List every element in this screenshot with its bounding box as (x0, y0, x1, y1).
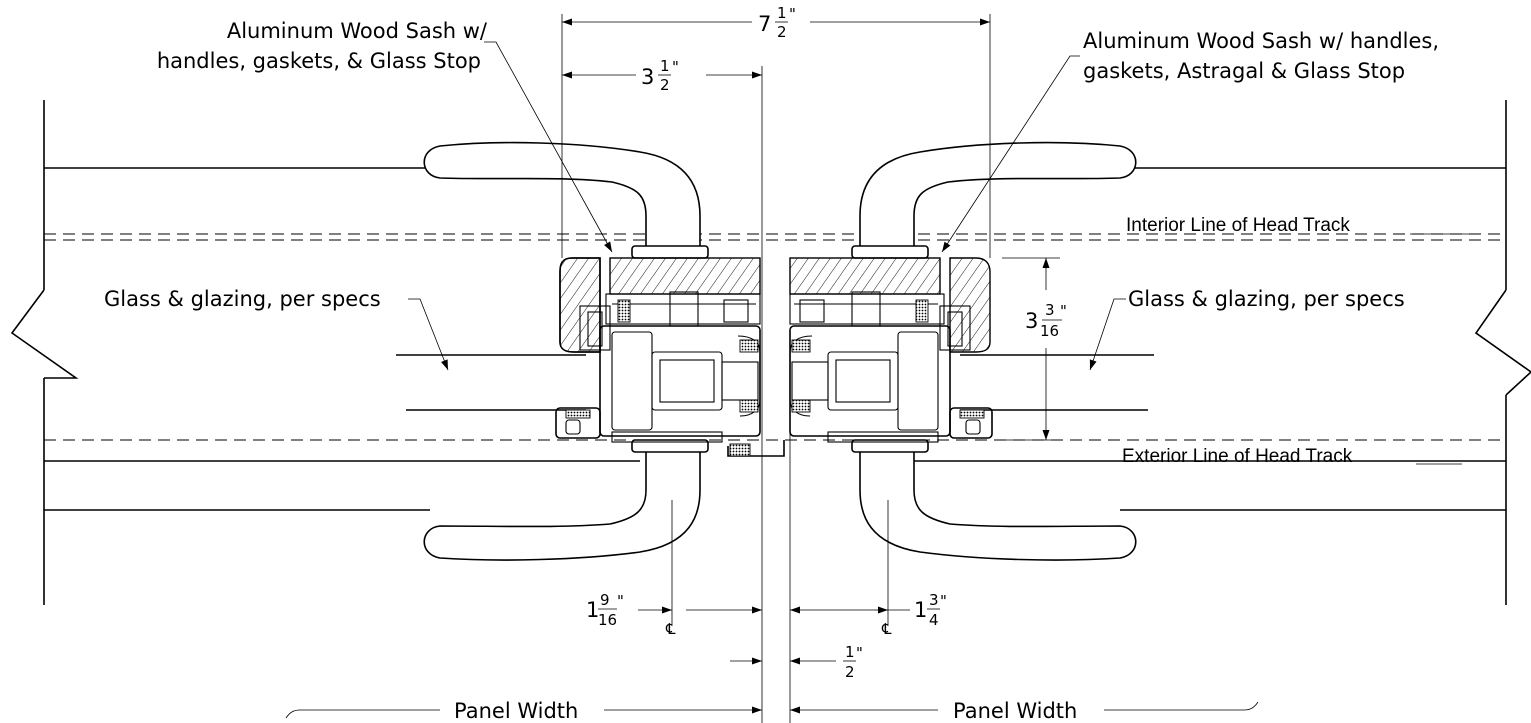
dim-depth: 3 3 16 " (1002, 257, 1067, 441)
dim-right-handle-whole: 1 (914, 598, 927, 622)
dim-depth-num: 3 (1045, 301, 1055, 319)
dim-right-handle-unit: " (940, 592, 947, 610)
head-track-lines (44, 167, 1506, 511)
dim-gap: 1 2 " (730, 643, 863, 681)
callout-interior-line: Interior Line of Head Track (1126, 215, 1470, 236)
callout-exterior-line: Exterior Line of Head Track (1122, 446, 1462, 467)
dim-depth-den: 16 (1040, 322, 1059, 340)
panel-width-left-label: Panel Width (454, 699, 578, 723)
dim-half-unit: " (672, 58, 679, 76)
callout-glass-right: Glass & glazing, per specs (1089, 287, 1405, 371)
dim-gap-unit: " (856, 644, 863, 662)
handle-right-bottom (851, 439, 1137, 561)
center-lines (561, 14, 991, 723)
dim-gap-num: 1 (845, 643, 855, 661)
handle-left-bottom (423, 439, 709, 561)
dim-half: 3 1 2 " (562, 57, 762, 94)
dim-overall-unit: " (789, 5, 796, 23)
callout-glass-right-text: Glass & glazing, per specs (1128, 287, 1405, 311)
dim-left-handle-unit: " (617, 592, 624, 610)
left-jamb (10, 100, 79, 605)
dim-gap-den: 2 (845, 663, 855, 681)
centerline-symbol-left: ℄ (665, 620, 676, 638)
dim-right-handle-den: 4 (929, 611, 939, 629)
dim-overall-num: 1 (777, 4, 787, 22)
left-sash (555, 257, 761, 443)
dim-overall-den: 2 (777, 23, 787, 41)
callout-left-sash-line2: handles, gaskets, & Glass Stop (157, 49, 481, 73)
astragal (727, 440, 785, 457)
handle-right-top (851, 141, 1137, 259)
callout-right-sash-line1: Aluminum Wood Sash w/ handles, (1083, 29, 1439, 53)
callout-right-sash: Aluminum Wood Sash w/ handles, gaskets, … (941, 29, 1439, 253)
dim-overall-whole: 7 (758, 12, 771, 36)
dim-depth-unit: " (1060, 302, 1067, 320)
dim-depth-whole: 3 (1025, 309, 1038, 333)
dim-half-num: 1 (660, 57, 670, 75)
dim-left-handle-whole: 1 (586, 598, 599, 622)
dim-left-handle: 1 9 16 " ℄ (586, 591, 762, 638)
callout-left-sash: Aluminum Wood Sash w/ handles, gaskets, … (157, 19, 613, 253)
callout-left-sash-line1: Aluminum Wood Sash w/ (227, 19, 488, 43)
handle-left-top (423, 141, 709, 259)
panel-width-right-label: Panel Width (953, 699, 1077, 723)
glass-panes (396, 354, 1154, 411)
dim-panel-width-left: Panel Width (285, 699, 762, 723)
dim-right-handle: 1 3 4 " ℄ (790, 591, 947, 638)
dim-overall: 7 1 2 " (562, 4, 990, 41)
dim-panel-width-right: Panel Width (790, 699, 1259, 723)
dim-right-handle-num: 3 (929, 591, 939, 609)
dim-half-den: 2 (660, 76, 670, 94)
callout-exterior-line-text: Exterior Line of Head Track (1122, 446, 1353, 467)
callout-glass-left-text: Glass & glazing, per specs (104, 287, 381, 311)
right-jamb (1474, 100, 1531, 605)
dim-half-whole: 3 (641, 65, 654, 89)
callout-interior-line-text: Interior Line of Head Track (1126, 215, 1350, 236)
dim-left-handle-den: 16 (598, 611, 617, 629)
callout-right-sash-line2: gaskets, Astragal & Glass Stop (1083, 59, 1405, 83)
dim-left-handle-num: 9 (600, 591, 610, 609)
centerline-symbol-right: ℄ (881, 620, 892, 638)
right-sash (789, 257, 993, 443)
callout-glass-left: Glass & glazing, per specs (104, 287, 449, 371)
